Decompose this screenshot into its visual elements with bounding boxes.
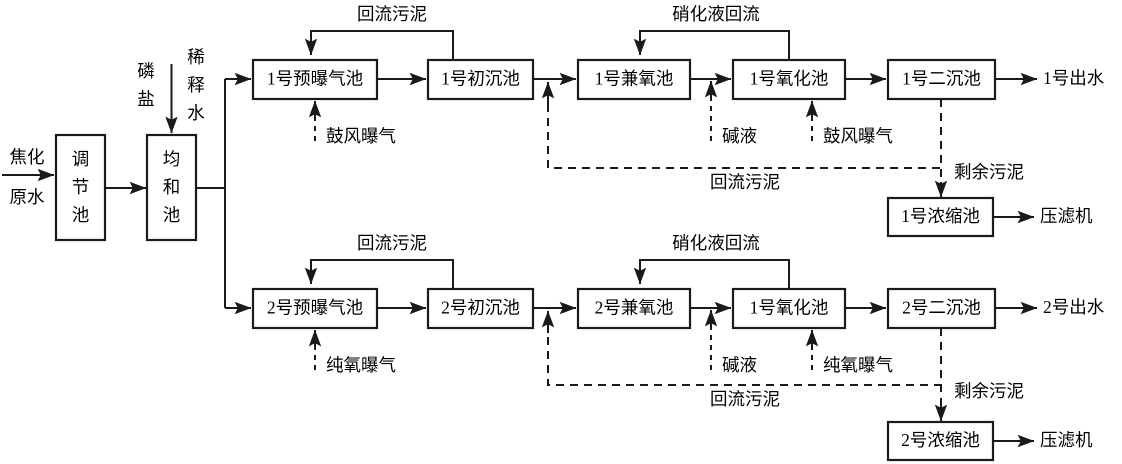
label-phosphate-char1: 盐 bbox=[137, 89, 155, 109]
box-facultative-2-label: 2号兼氧池 bbox=[595, 298, 674, 318]
box-junhe-char0: 均 bbox=[163, 149, 181, 169]
inlet-line1: 焦化 bbox=[10, 147, 45, 167]
box-junhe-char1: 和 bbox=[163, 177, 181, 197]
dosing-labels: 磷 盐 稀 释 水 bbox=[137, 47, 205, 123]
label-aeration-ox-1: 鼓风曝气 bbox=[823, 126, 893, 146]
label-excess-sludge-2: 剩余污泥 bbox=[954, 381, 1024, 401]
label-filter-press-2: 压滤机 bbox=[1040, 430, 1093, 450]
box-secondary-clarifier-1-label: 1号二沉池 bbox=[902, 69, 981, 89]
label-dilution-char0: 稀 bbox=[187, 47, 205, 67]
box-facultative-1[interactable] bbox=[576, 58, 692, 101]
box-junhe[interactable] bbox=[145, 133, 198, 242]
box-thickener-1[interactable] bbox=[886, 196, 995, 238]
label-alkali-2: 碱液 bbox=[722, 355, 757, 375]
loop-nitrate-recycle-1 bbox=[633, 30, 790, 60]
loop-return-sludge-2 bbox=[304, 259, 454, 289]
box-primary-clarifier-1-label: 1号初沉池 bbox=[441, 69, 520, 89]
box-junhe-char2: 池 bbox=[163, 205, 181, 225]
box-pre-aeration-1-label: 1号预曝气池 bbox=[267, 69, 363, 89]
label-return-sludge-top-1: 回流污泥 bbox=[357, 4, 427, 24]
inlet-line2: 原水 bbox=[10, 187, 45, 207]
label-nitrate-recycle-1: 硝化液回流 bbox=[672, 4, 760, 24]
label-aeration-pre-2: 纯氧曝气 bbox=[326, 355, 396, 375]
label-aeration-ox-2: 纯氧曝气 bbox=[823, 355, 893, 375]
box-facultative-1-label: 1号兼氧池 bbox=[595, 69, 674, 89]
box-thickener-2-label: 2号浓缩池 bbox=[901, 430, 980, 450]
train-2: 2号预曝气池 2号初沉池 回流污泥 2号兼氧池 1号氧化池 硝化液回流 2号二沉… bbox=[251, 233, 1105, 462]
label-dilution-char2: 水 bbox=[187, 103, 205, 123]
box-secondary-clarifier-2[interactable] bbox=[886, 287, 997, 330]
label-dilution-char1: 释 bbox=[187, 75, 205, 95]
box-thickener-1-label: 1号浓缩池 bbox=[901, 206, 980, 226]
label-effluent-1: 1号出水 bbox=[1043, 68, 1105, 88]
box-primary-clarifier-1[interactable] bbox=[426, 58, 535, 101]
label-aeration-pre-1: 鼓风曝气 bbox=[326, 126, 396, 146]
label-phosphate-char0: 磷 bbox=[137, 61, 155, 81]
box-tiaojie-char1: 节 bbox=[72, 177, 90, 197]
box-pre-aeration-2-label: 2号预曝气池 bbox=[267, 298, 363, 318]
label-filter-press-1: 压滤机 bbox=[1040, 206, 1093, 226]
box-secondary-clarifier-2-label: 2号二沉池 bbox=[902, 298, 981, 318]
box-oxidation-2-label: 1号氧化池 bbox=[750, 298, 829, 318]
label-effluent-2: 2号出水 bbox=[1043, 297, 1105, 317]
box-tiaojie-char0: 调 bbox=[72, 149, 90, 169]
label-alkali-1: 碱液 bbox=[722, 126, 757, 146]
box-thickener-2[interactable] bbox=[886, 420, 995, 462]
label-return-sludge-top-2: 回流污泥 bbox=[357, 233, 427, 253]
label-nitrate-recycle-2: 硝化液回流 bbox=[672, 233, 760, 253]
train-1: 1号预曝气池 1号初沉池 回流污泥 1号兼氧池 1号氧化池 硝化液回流 1号二沉… bbox=[251, 4, 1105, 238]
label-return-sludge-bottom-1: 回流污泥 bbox=[710, 172, 780, 192]
box-pre-aeration-1[interactable] bbox=[251, 58, 379, 101]
box-primary-clarifier-2-label: 2号初沉池 bbox=[441, 298, 520, 318]
box-oxidation-1-label: 1号氧化池 bbox=[750, 69, 829, 89]
loop-nitrate-recycle-2 bbox=[633, 259, 790, 289]
label-return-sludge-bottom-2: 回流污泥 bbox=[710, 389, 780, 409]
label-excess-sludge-1: 剩余污泥 bbox=[954, 162, 1024, 182]
box-pre-aeration-2[interactable] bbox=[251, 287, 379, 330]
loop-return-sludge-1 bbox=[304, 30, 454, 60]
box-tiaojie-char2: 池 bbox=[72, 205, 90, 225]
inlet-label: 焦化 原水 bbox=[10, 147, 45, 207]
loop-return-sludge-dashed-2 bbox=[547, 321, 942, 386]
